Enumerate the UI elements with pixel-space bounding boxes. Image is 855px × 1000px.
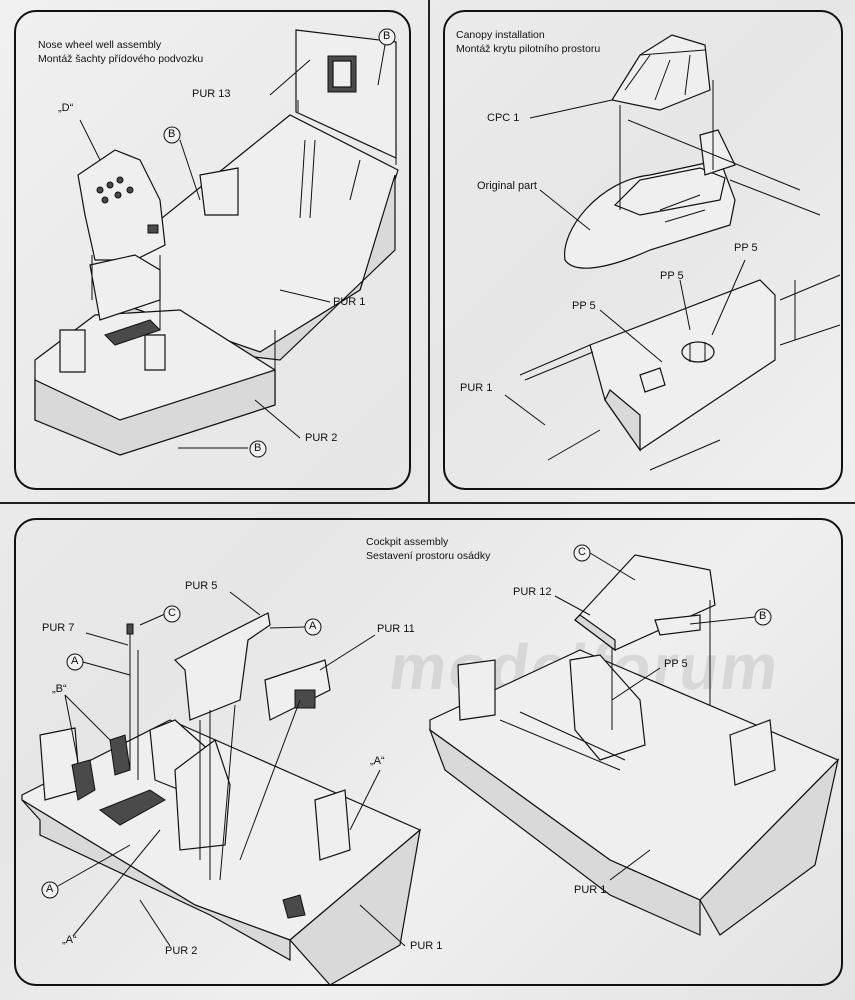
cockpit-label-pur11: PUR 11 <box>377 623 415 635</box>
nose-wheel-panel <box>14 10 411 490</box>
nose-circle-b2: B <box>168 128 176 140</box>
cockpit-circle-a1: A <box>309 620 317 632</box>
canopy-label-pp5-mid: PP 5 <box>660 270 684 282</box>
canopy-title: Canopy installation Montáž krytu pilotní… <box>456 28 600 56</box>
nose-circle-b3: B <box>254 442 262 454</box>
cockpit-label-pur7: PUR 7 <box>42 622 75 634</box>
nose-circle-b1: B <box>383 30 391 42</box>
canopy-label-pp5-left: PP 5 <box>572 300 596 312</box>
divider-horizontal <box>0 502 855 504</box>
nose-label-d: „D“ <box>58 102 74 114</box>
nose-label-pur1: PUR 1 <box>333 296 366 308</box>
cockpit-label-b-mark: „B“ <box>52 683 67 695</box>
nose-wheel-title-cz: Montáž šachty přídového podvozku <box>38 53 204 65</box>
canopy-label-original: Original part <box>477 180 537 192</box>
cockpit-label-pur12: PUR 12 <box>513 586 552 598</box>
cockpit-circle-a2: A <box>71 655 79 667</box>
cockpit-circle-c1: C <box>168 607 176 619</box>
cockpit-label-pur2: PUR 2 <box>165 945 198 957</box>
cockpit-circle-a3: A <box>46 883 54 895</box>
cockpit-title-en: Cockpit assembly <box>366 536 449 548</box>
nose-wheel-title-en: Nose wheel well assembly <box>38 39 162 51</box>
cockpit-label-pur1-right: PUR 1 <box>574 884 607 896</box>
cockpit-label-a-mark-left: „A“ <box>62 934 77 946</box>
nose-wheel-title: Nose wheel well assembly Montáž šachty p… <box>38 38 203 66</box>
canopy-label-pur1: PUR 1 <box>460 382 493 394</box>
canopy-label-pp5-top: PP 5 <box>734 242 758 254</box>
cockpit-label-pp5: PP 5 <box>664 658 688 670</box>
cockpit-title: Cockpit assembly Sestavení prostoru osád… <box>366 535 490 563</box>
cockpit-label-pur5: PUR 5 <box>185 580 218 592</box>
cockpit-label-a-mark-right: „A“ <box>370 755 385 767</box>
nose-label-pur2: PUR 2 <box>305 432 338 444</box>
cockpit-panel <box>14 518 843 986</box>
canopy-title-en: Canopy installation <box>456 29 545 41</box>
divider-vertical <box>428 0 430 502</box>
cockpit-circle-c2: C <box>578 546 586 558</box>
canopy-panel <box>443 10 843 490</box>
cockpit-circle-b1: B <box>759 610 767 622</box>
cockpit-title-cz: Sestavení prostoru osádky <box>366 550 491 562</box>
nose-label-pur13: PUR 13 <box>192 88 231 100</box>
canopy-label-cpc1: CPC 1 <box>487 112 520 124</box>
canopy-title-cz: Montáž krytu pilotního prostoru <box>456 43 601 55</box>
cockpit-label-pur1-left: PUR 1 <box>410 940 443 952</box>
